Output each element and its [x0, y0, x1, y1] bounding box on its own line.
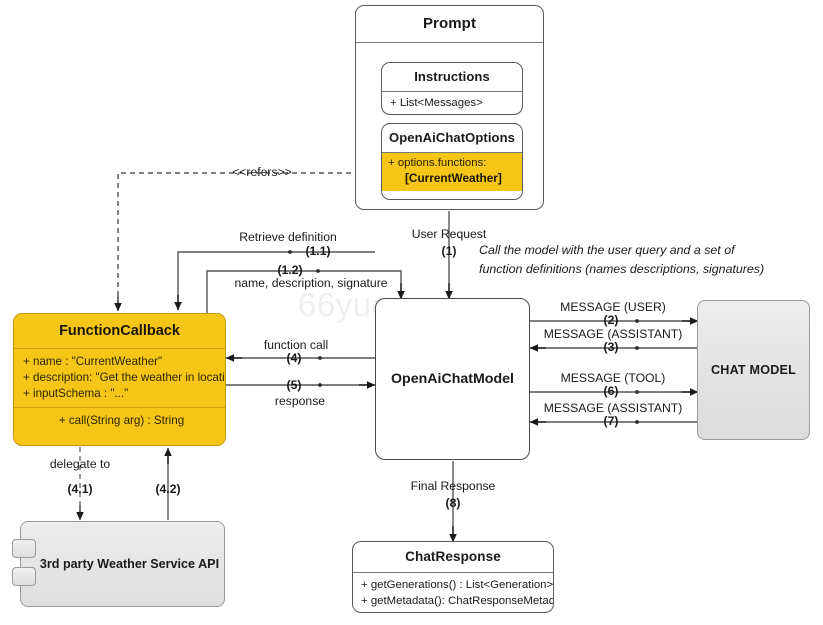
component-tab-icon-top: [12, 539, 36, 558]
options-functions-highlight: + options.functions: [CurrentWeather]: [382, 153, 522, 192]
openai-chat-model-title: OpenAiChatModel: [391, 371, 514, 387]
edge-label-step-4-1: (4.1): [67, 482, 93, 496]
edge-label-message-assistant-2: MESSAGE (ASSISTANT): [543, 401, 683, 415]
third-party-weather-service-title: 3rd party Weather Service API: [39, 557, 220, 571]
edge-label-message-user: MESSAGE (USER): [560, 300, 666, 314]
edge-label-retrieve-definition: Retrieve definition: [239, 230, 337, 244]
chat-response-title: ChatResponse: [405, 549, 501, 564]
chat-model-external-box: CHAT MODEL: [697, 300, 810, 440]
edge-label-delegate-to: delegate to: [49, 457, 111, 471]
openai-chat-options-separator: [382, 152, 522, 154]
prompt-box: Prompt Instructions + List<Messages> Ope…: [355, 5, 544, 210]
chat-response-operation-get-generations: + getGenerations() : List<Generation>: [361, 579, 554, 592]
function-callback-operations: + call(String arg) : String: [14, 408, 225, 434]
function-callback-separator-1: [14, 348, 225, 350]
edge-label-final-response: Final Response: [410, 479, 496, 493]
edge-label-step-7: (7): [603, 414, 619, 428]
component-tab-icon-bottom: [12, 567, 36, 586]
edge-5-dot: [318, 383, 322, 387]
options-functions-value: [CurrentWeather]: [405, 171, 502, 186]
function-callback-attribute-name: + name : "CurrentWeather": [23, 355, 163, 369]
edge-3-dot: [635, 346, 639, 350]
edge-label-step-4: (4): [286, 351, 302, 365]
openai-chat-options-box: OpenAiChatOptions + options.functions: […: [381, 123, 523, 200]
function-callback-attribute-input-schema: + inputSchema : "...": [23, 387, 129, 401]
edge-label-step-1-1: (1.1): [305, 244, 331, 258]
edge-label-user-request: User Request: [411, 227, 487, 241]
function-callback-attributes: + name : "CurrentWeather" + description:…: [14, 349, 225, 407]
prompt-separator: [356, 42, 543, 44]
chat-response-separator: [353, 572, 553, 574]
openai-chat-options-title: OpenAiChatOptions: [389, 130, 515, 145]
chat-response-box: ChatResponse + getGenerations() : List<G…: [352, 541, 554, 613]
edge-label-response: response: [274, 394, 326, 408]
edge-label-function-call: function call: [263, 338, 329, 352]
annotation-line-2: function definitions (names descriptions…: [479, 262, 765, 276]
function-callback-title: FunctionCallback: [59, 323, 180, 339]
function-callback-attribute-description: + description: "Get the weather in locat…: [23, 371, 226, 385]
options-functions-key: + options.functions:: [388, 157, 487, 170]
prompt-title: Prompt: [422, 15, 477, 32]
edge-label-name-description-signature: name, description, signature: [234, 276, 388, 290]
edge-2-dot: [635, 319, 639, 323]
annotation-line-1: Call the model with the user query and a…: [479, 243, 735, 257]
edge-label-message-tool: MESSAGE (TOOL): [560, 371, 666, 385]
function-callback-box: FunctionCallback + name : "CurrentWeathe…: [13, 313, 226, 446]
function-callback-operation-call: + call(String arg) : String: [58, 414, 185, 428]
edge-label-message-assistant-1: MESSAGE (ASSISTANT): [543, 327, 683, 341]
instructions-box: Instructions + List<Messages>: [381, 62, 523, 115]
instructions-title: Instructions: [414, 69, 490, 84]
instructions-separator: [382, 91, 522, 93]
instructions-attribute: + List<Messages>: [390, 97, 483, 110]
edge-label-step-6: (6): [603, 384, 619, 398]
edge-label-step-3: (3): [603, 340, 619, 354]
edge-label-step-1: (1): [441, 244, 457, 258]
openai-chat-model-box: OpenAiChatModel: [375, 298, 530, 460]
third-party-weather-service-box: 3rd party Weather Service API: [12, 521, 225, 607]
chat-model-external-title: CHAT MODEL: [710, 363, 796, 377]
edge-label-step-4-2: (4.2): [155, 482, 181, 496]
edge-label-step-2: (2): [603, 313, 619, 327]
chat-response-operations: + getGenerations() : List<Generation> + …: [353, 573, 554, 612]
chat-response-operation-get-metadata: + getMetadata(): ChatResponseMetadata: [361, 595, 554, 608]
edge-label-step-5: (5): [286, 378, 302, 392]
edge-label-refers: <<refers>>: [232, 165, 292, 179]
edge-1-2-dot: [316, 269, 320, 273]
edge-1-1-dot: [288, 250, 292, 254]
edge-label-step-8: (8): [445, 496, 461, 510]
edge-4-dot: [318, 356, 322, 360]
edge-label-step-1-2: (1.2): [277, 263, 303, 277]
edge-7-dot: [635, 420, 639, 424]
instructions-attributes: + List<Messages>: [382, 92, 522, 114]
edge-6-dot: [635, 390, 639, 394]
function-callback-separator-2: [14, 407, 225, 409]
